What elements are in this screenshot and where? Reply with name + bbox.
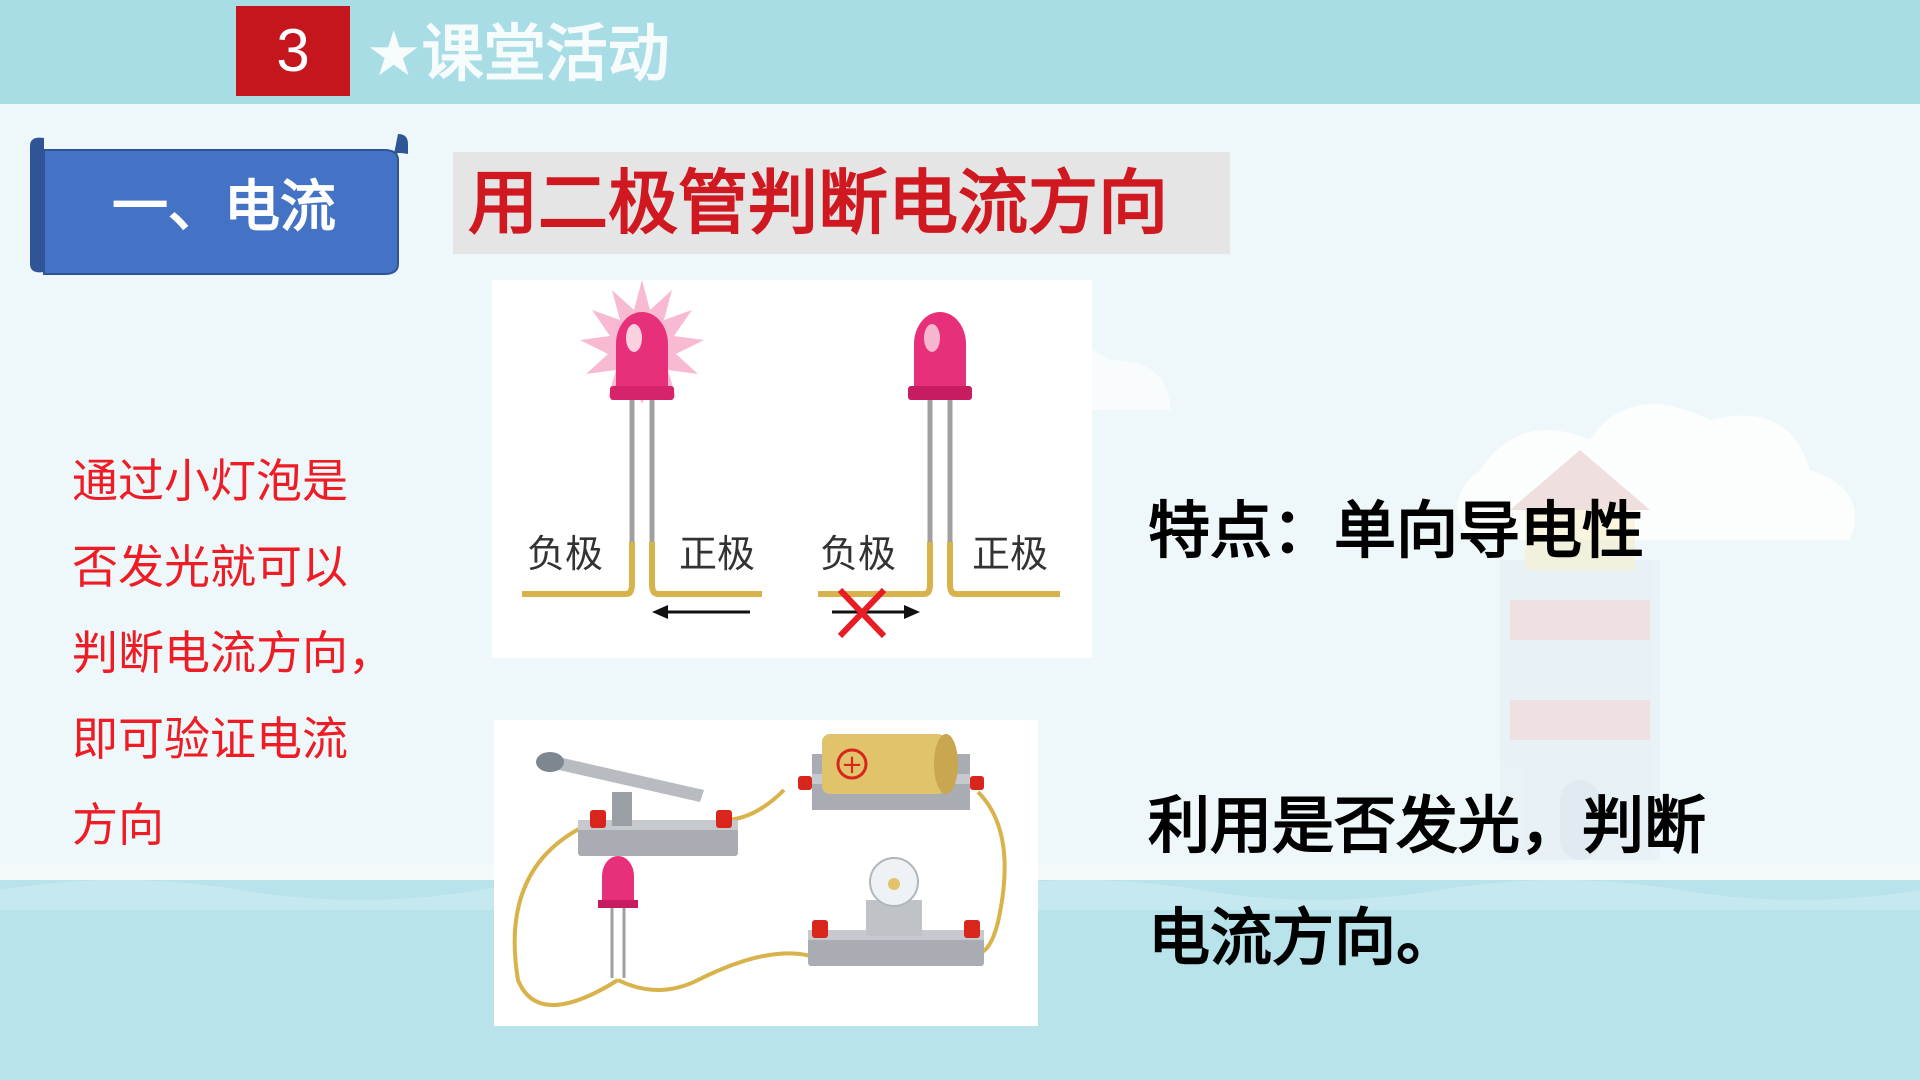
section-number-badge: 3 [236, 6, 350, 96]
circuit-led-icon [598, 856, 638, 978]
usage-line-1: 利用是否发光，判断 [1148, 789, 1707, 862]
led-polarity-diagram: 负极 正极 负极 正极 [492, 280, 1092, 658]
battery-plus-label: + [841, 750, 863, 780]
right-pos-label: 正极 [972, 532, 1048, 576]
section-label: 一、电流 [112, 175, 336, 240]
slide-title-box [453, 152, 1230, 254]
switch-icon [536, 752, 738, 856]
glowing-led-icon [580, 280, 704, 404]
left-note: 通过小灯泡是 否发光就可以 判断电流方向， 即可验证电流 方向 [72, 454, 394, 852]
left-pos-label: 正极 [679, 532, 755, 576]
usage-text: 利用是否发光，判断 电流方向。 [1148, 770, 1798, 994]
arrow-left-icon [652, 605, 750, 619]
slide-title: 用二极管判断电流方向 [468, 162, 1168, 244]
unlit-led-icon [908, 312, 972, 400]
feature-text: 特点：单向导电性 [1148, 494, 1645, 567]
circuit-diagram: + [494, 720, 1038, 1026]
light-bulb-icon [808, 857, 984, 966]
right-neg-label: 负极 [820, 532, 896, 576]
battery-icon: + [798, 734, 984, 810]
header-title: ★课堂活动 [366, 17, 670, 90]
left-neg-label: 负极 [527, 532, 603, 576]
usage-line-2: 电流方向。 [1148, 901, 1459, 974]
arrow-right-icon [832, 605, 920, 619]
lighthouse-illustration [1500, 450, 1660, 860]
cross-mark-icon [837, 587, 887, 639]
section-scroll-banner [30, 134, 408, 275]
